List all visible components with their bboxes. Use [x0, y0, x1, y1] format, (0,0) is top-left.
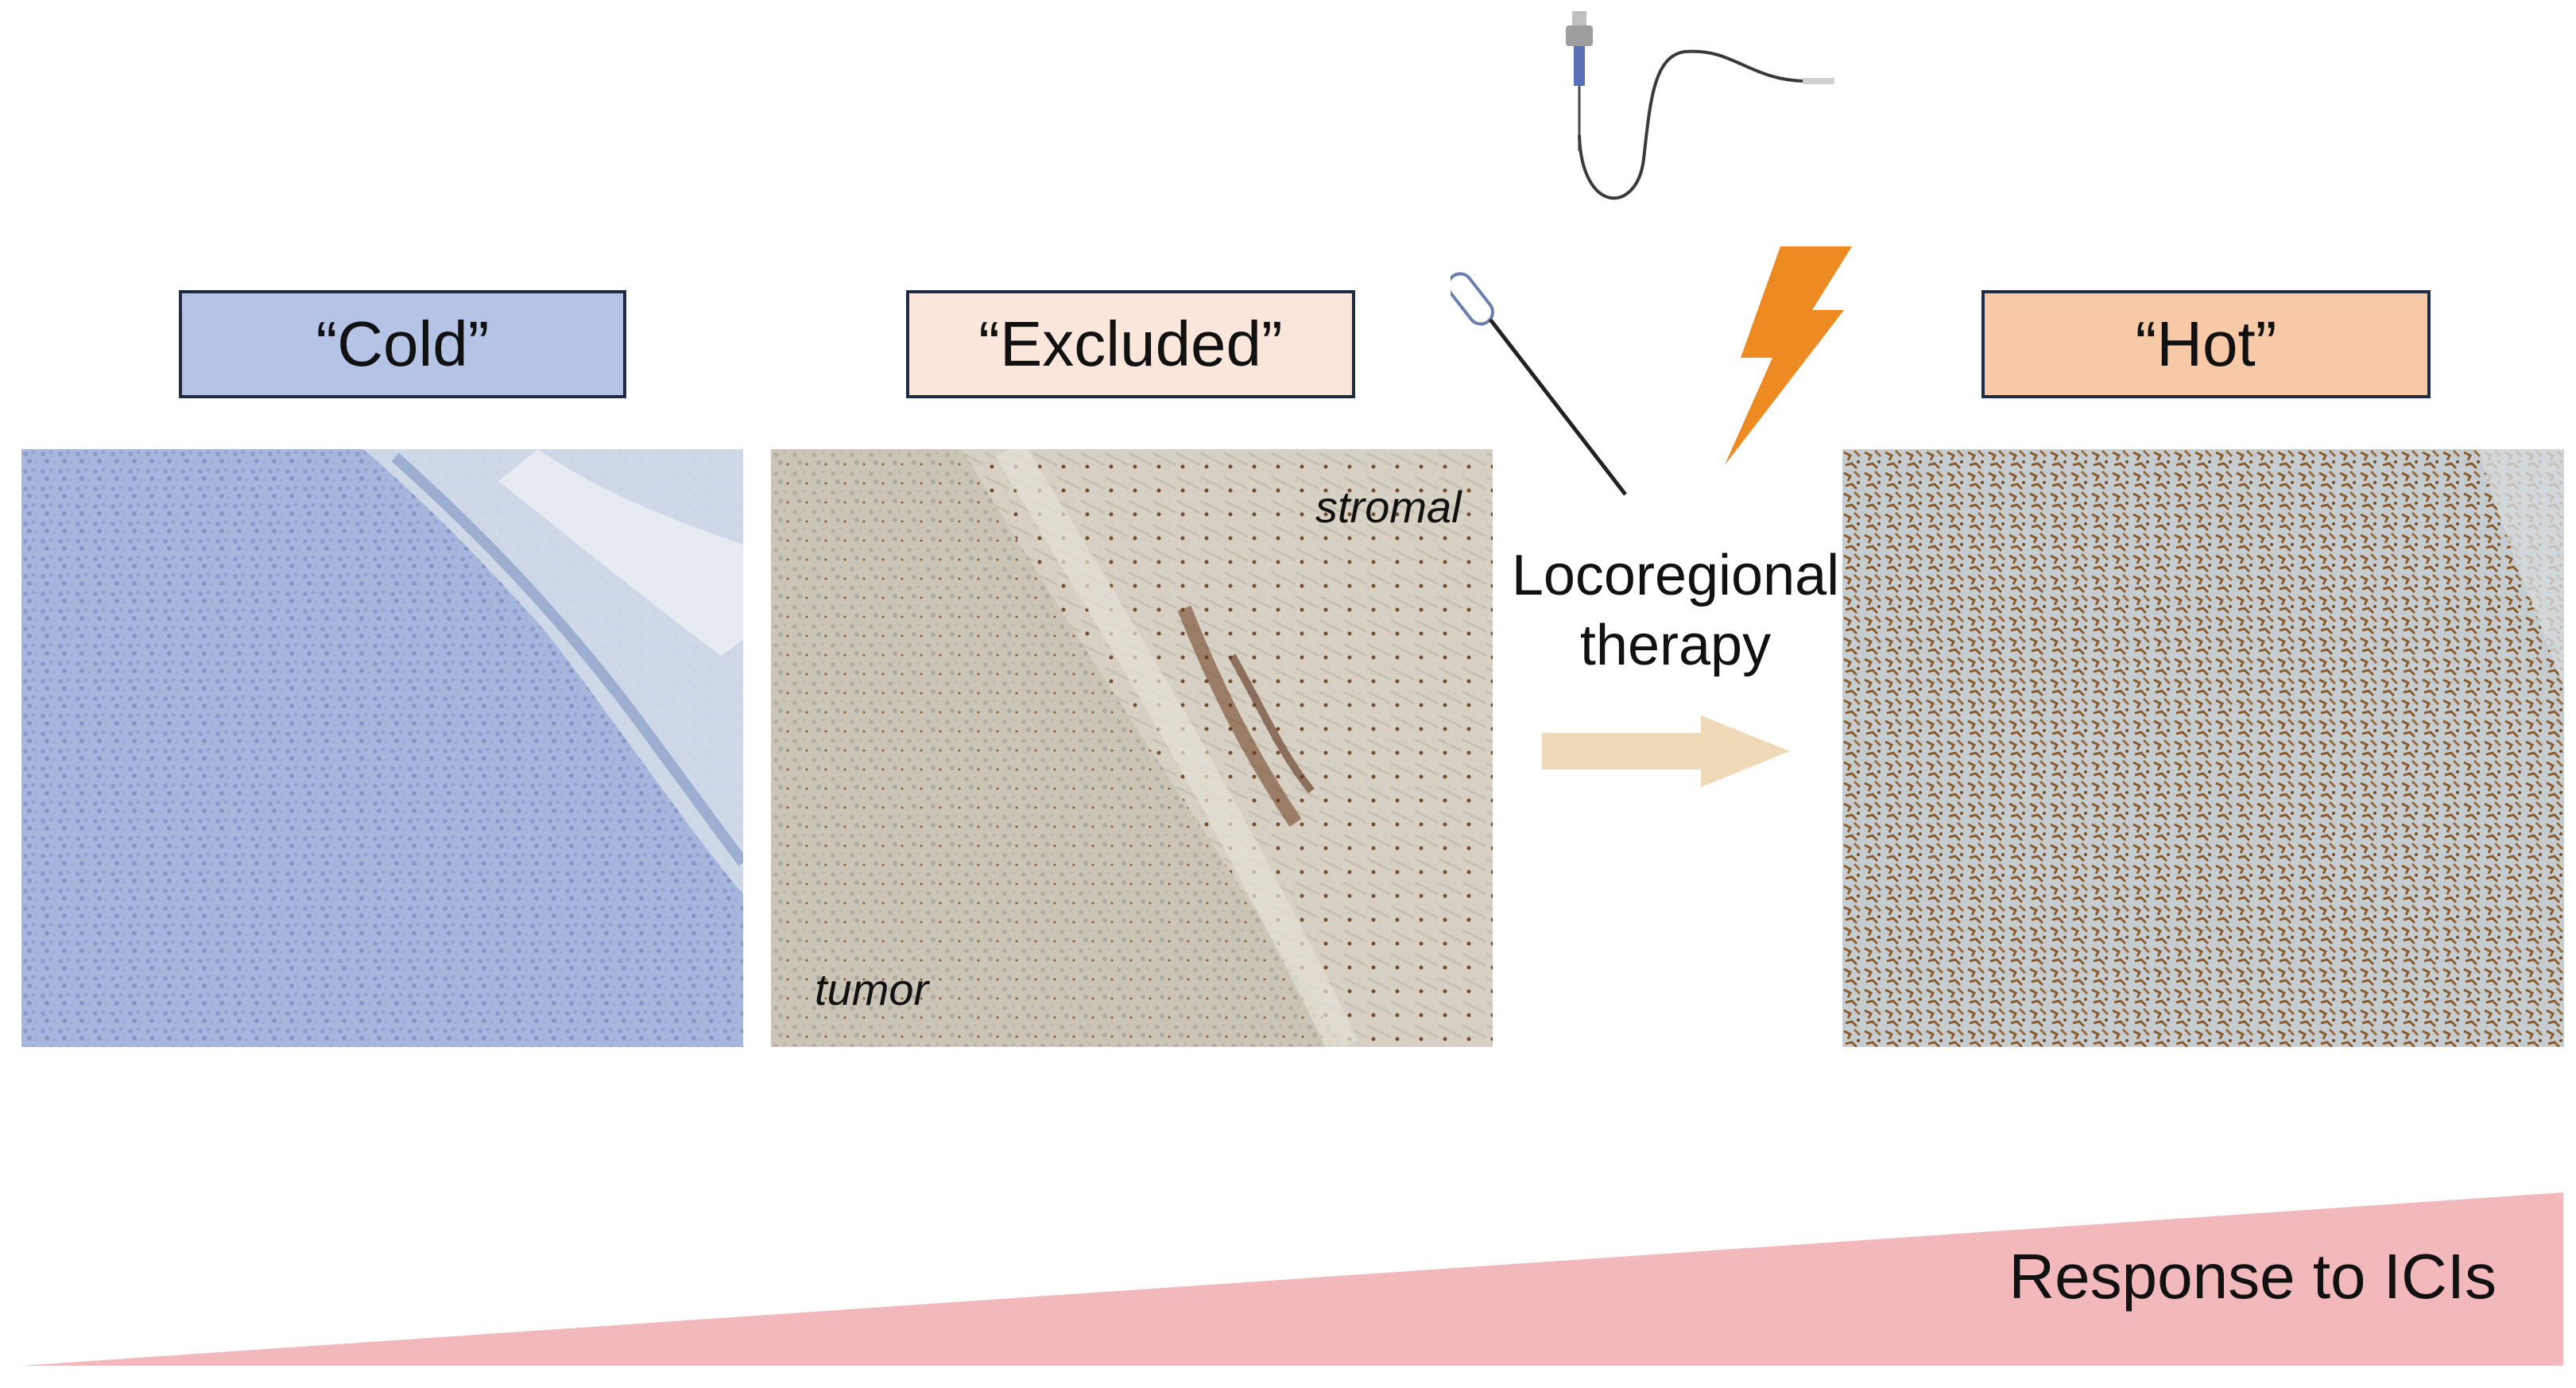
response-label: Response to ICIs — [2009, 1241, 2497, 1312]
cold-label: “Cold” — [316, 308, 490, 379]
excluded-label-box: “Excluded” — [906, 290, 1355, 398]
cold-histology-image — [21, 449, 743, 1047]
response-wedge — [0, 1184, 2576, 1375]
lightning-icon — [1725, 246, 1852, 469]
excluded-label: “Excluded” — [978, 308, 1283, 379]
needle-probe-icon — [1550, 8, 1852, 215]
hot-label: “Hot” — [2135, 308, 2277, 379]
ablation-probe-icon — [1447, 262, 1633, 501]
therapy-line-2: therapy — [1579, 614, 1772, 677]
arrow-right-icon — [1542, 715, 1796, 787]
hot-label-box: “Hot” — [1981, 290, 2431, 398]
stromal-tag: stromal — [1315, 482, 1462, 532]
cold-label-box: “Cold” — [179, 290, 626, 398]
tumor-tag: tumor — [815, 964, 929, 1014]
excluded-histology-image — [771, 449, 1493, 1047]
hot-histology-image — [1842, 449, 2564, 1047]
therapy-line-1: Locoregional — [1511, 544, 1840, 607]
therapy-caption: Locoregional therapy — [1501, 541, 1850, 680]
